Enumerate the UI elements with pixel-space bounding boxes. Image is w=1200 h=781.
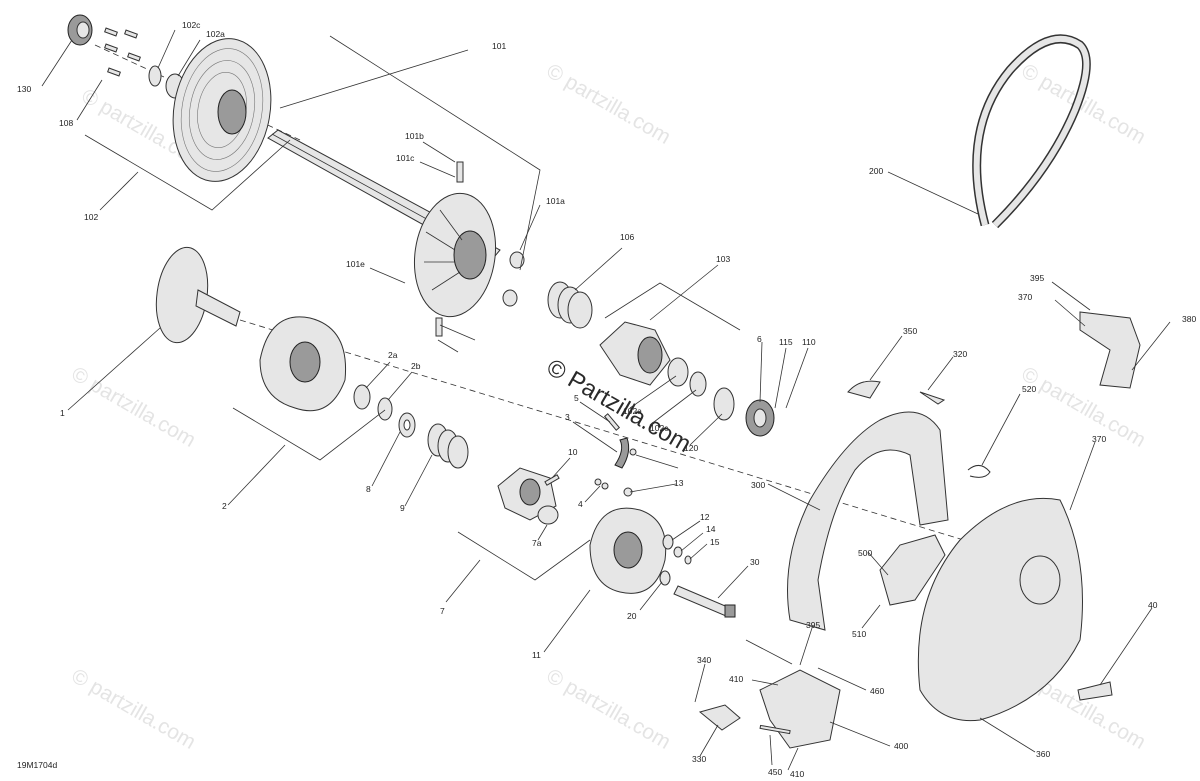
clip-icon — [847, 380, 991, 478]
fixed-sheave-icon — [172, 38, 272, 182]
callout-label: 6 — [757, 334, 762, 344]
callout-label: 13 — [674, 478, 684, 488]
callout-label: 103 — [716, 254, 730, 264]
callout-labels: 130 102c 102a 108 102 101 101b 101c 101a… — [17, 20, 1196, 779]
callout-label: 101b — [405, 131, 424, 141]
callout-label: 101c — [396, 153, 415, 163]
callout-label: 10 — [568, 447, 578, 457]
callout-label: 5 — [574, 393, 579, 403]
callout-label: 102c — [650, 423, 669, 433]
callout-label: 101a — [546, 196, 565, 206]
callout-label: 395 — [1030, 273, 1044, 283]
callout-label: 410 — [729, 674, 743, 684]
assembly-brackets — [84, 35, 741, 581]
ring-icon — [353, 384, 393, 421]
spring-icon — [427, 423, 469, 469]
callout-label: 8 — [366, 484, 371, 494]
callout-label: 2 — [222, 501, 227, 511]
watermark: © partzilla.com — [543, 664, 675, 754]
bearing-icon — [745, 399, 775, 437]
callout-label: 380 — [1182, 314, 1196, 324]
spider-housing-icon — [259, 316, 347, 412]
hub-icon — [497, 467, 557, 521]
clip-icon — [1077, 681, 1113, 701]
ring-icon — [148, 65, 185, 99]
bushing-icon — [502, 251, 525, 307]
callout-label: 102a — [206, 29, 225, 39]
seal-ring-icon — [67, 14, 93, 46]
callout-label: 40 — [1148, 600, 1158, 610]
callout-label: 1 — [60, 408, 65, 418]
callout-label: 101e — [346, 259, 365, 269]
callout-label: 450 — [768, 767, 782, 777]
spring-icon — [547, 281, 593, 329]
callout-label: 330 — [692, 754, 706, 764]
callout-label: 12 — [700, 512, 710, 522]
small-hardware-icon — [544, 413, 637, 497]
drive-pulley-icon — [155, 246, 241, 344]
callout-label: 102a — [623, 406, 642, 416]
ring-icon — [667, 357, 735, 421]
callout-label: 370 — [1092, 434, 1106, 444]
callout-label: 400 — [894, 741, 908, 751]
callout-label: 7 — [440, 606, 445, 616]
callout-label: 360 — [1036, 749, 1050, 759]
callout-label: 102c — [182, 20, 201, 30]
callout-label: 510 — [852, 629, 866, 639]
callout-label: 300 — [751, 480, 765, 490]
belt-guard-icon — [787, 411, 949, 631]
callout-label: 500 — [858, 548, 872, 558]
bracket-icon — [1079, 311, 1141, 389]
bracket-icon — [698, 669, 841, 749]
callout-label: 520 — [1022, 384, 1036, 394]
callout-label: 15 — [710, 537, 720, 547]
callout-label: 120 — [684, 443, 698, 453]
callout-label: 200 — [869, 166, 883, 176]
drive-belt-icon — [972, 34, 1091, 229]
callout-label: 106 — [620, 232, 634, 242]
callout-label: 11 — [532, 650, 541, 660]
bolt-icon — [435, 161, 464, 337]
movable-sheave-icon — [589, 507, 667, 594]
callout-label: 460 — [870, 686, 884, 696]
callout-label: 320 — [953, 349, 967, 359]
watermark: © partzilla.com — [543, 59, 675, 149]
callout-label: 2b — [411, 361, 421, 371]
washer-icon — [398, 412, 416, 438]
callout-label: 20 — [627, 611, 637, 621]
callout-label: 340 — [697, 655, 711, 665]
callout-label: 30 — [750, 557, 760, 567]
bushing-icon — [537, 505, 559, 525]
leader-lines — [41, 29, 1171, 771]
callout-label: 410 — [790, 769, 804, 779]
cam-icon — [599, 321, 671, 386]
callout-label: 7a — [532, 538, 542, 548]
callout-label: 101 — [492, 41, 506, 51]
watermark: © partzilla.com — [68, 664, 200, 754]
callout-label: 110 — [802, 337, 816, 347]
callout-label: 4 — [578, 499, 583, 509]
sliding-sheave-icon — [413, 192, 497, 318]
callout-label: 9 — [400, 503, 405, 513]
bolt-icon — [673, 585, 736, 618]
callout-label: 370 — [1018, 292, 1032, 302]
pins-icon — [104, 27, 141, 77]
callout-label: 14 — [706, 524, 716, 534]
callout-label: 395 — [806, 620, 820, 630]
callout-label: 350 — [903, 326, 917, 336]
washer-icon — [659, 534, 692, 586]
callout-label: 115 — [779, 337, 793, 347]
callout-label: 2a — [388, 350, 398, 360]
callout-label: 3 — [565, 412, 570, 422]
watermark: © partzilla.com — [68, 362, 200, 452]
bracket-icon — [879, 534, 946, 606]
callout-label: 108 — [59, 118, 73, 128]
callout-label: 130 — [17, 84, 31, 94]
cover-icon — [917, 497, 1083, 722]
diagram-code: 19M1704d — [17, 760, 57, 770]
callout-label: 102 — [84, 212, 98, 222]
